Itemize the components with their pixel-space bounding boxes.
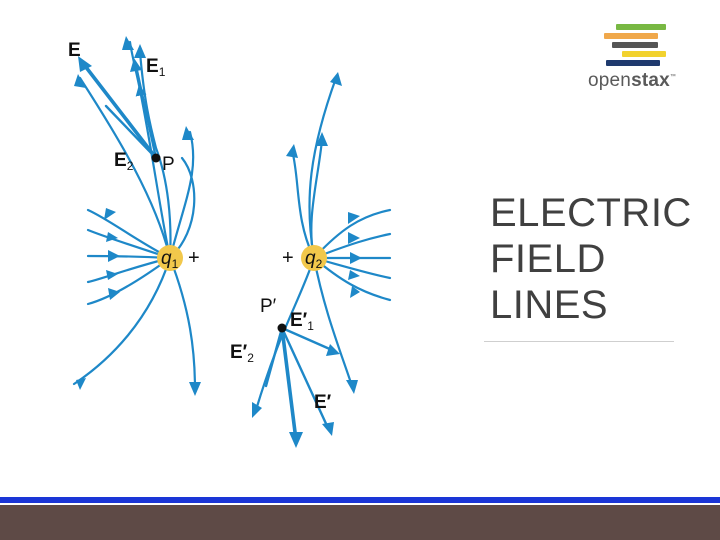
slide-title: ELECTRIC FIELD LINES bbox=[490, 190, 692, 328]
label-eprime: E′ bbox=[314, 392, 332, 413]
footer-gap bbox=[0, 503, 720, 505]
label-q2-sign: + bbox=[282, 247, 294, 269]
label-q1-sign: + bbox=[188, 247, 200, 269]
q1-arrowheads bbox=[74, 36, 201, 396]
label-e2prime: E′2 bbox=[230, 342, 254, 365]
title-line-2: FIELD bbox=[490, 237, 606, 281]
point-p bbox=[151, 153, 161, 163]
point-pprime bbox=[277, 323, 287, 333]
q2-arrowheads bbox=[252, 72, 362, 418]
title-line-3: LINES bbox=[490, 283, 609, 327]
openstax-logo: openstax™ bbox=[588, 24, 698, 104]
footer-bar bbox=[0, 505, 720, 540]
logo-wordmark: openstax™ bbox=[588, 70, 677, 91]
logo-books-icon bbox=[602, 24, 666, 66]
footer-accent-bar bbox=[0, 497, 720, 503]
charge-q2 bbox=[301, 245, 327, 271]
label-pprime: P′ bbox=[260, 296, 277, 317]
label-q1: q1 bbox=[161, 248, 179, 271]
label-e1prime: E′1 bbox=[290, 310, 314, 333]
p-field-vectors bbox=[80, 60, 158, 160]
charge-q1 bbox=[157, 245, 183, 271]
q2-field-lines bbox=[254, 76, 392, 412]
field-lines-figure: q1 + q2 + E E1 E2 P P′ E′1 E′2 E′ bbox=[68, 36, 392, 448]
electric-field-diagram: q1 + q2 + E E1 E2 P P′ E′1 E′2 E′ bbox=[60, 30, 400, 470]
label-e1: E1 bbox=[146, 56, 166, 79]
title-divider bbox=[484, 341, 674, 342]
label-e: E bbox=[68, 40, 81, 61]
label-e2: E2 bbox=[114, 150, 134, 173]
title-line-1: ELECTRIC bbox=[490, 191, 692, 235]
q1-field-lines bbox=[72, 40, 197, 392]
pprime-field-vectors bbox=[264, 326, 334, 442]
label-q2: q2 bbox=[305, 248, 323, 271]
label-p: P bbox=[162, 154, 175, 175]
